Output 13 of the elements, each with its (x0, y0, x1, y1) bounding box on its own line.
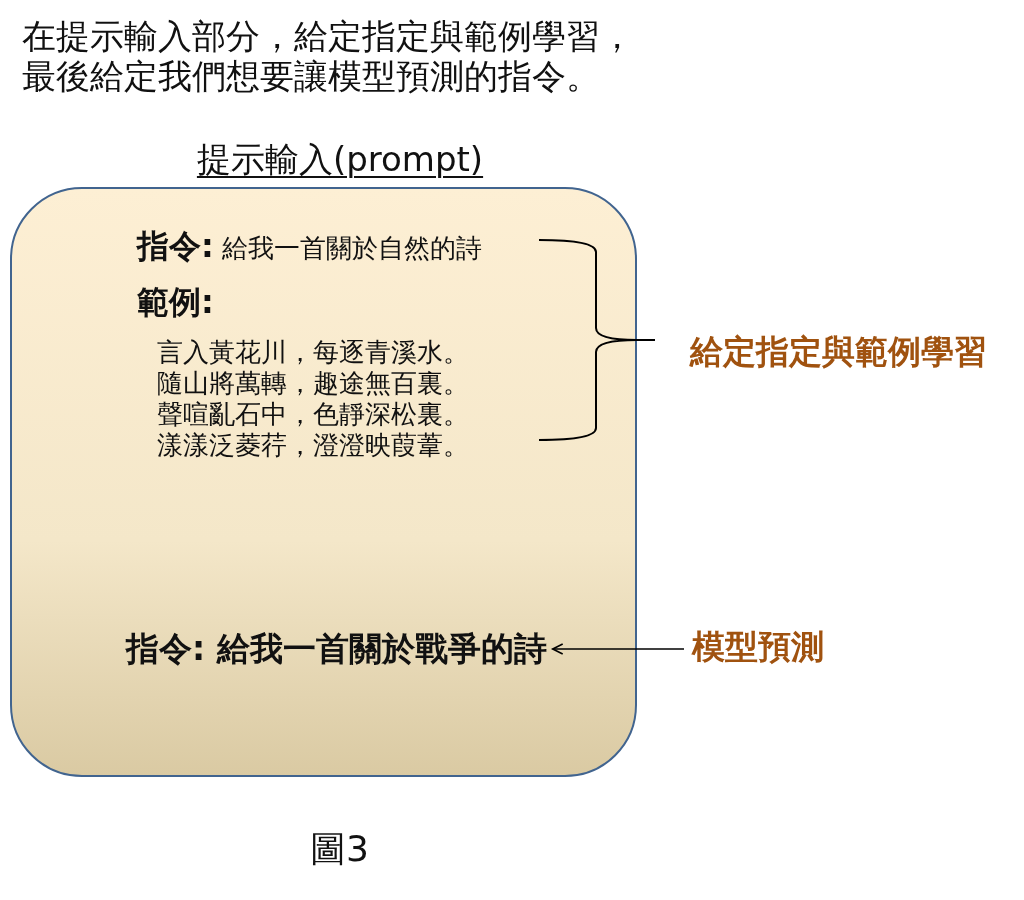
section-heading: 範例: (137, 282, 214, 322)
instruction-text: 指令: 給我一首關於自然的詩 (137, 226, 483, 267)
title-text: 在提示輸入部分，給定指定與範例學習，最後給定我們想要讓模型預測的指令。 (22, 16, 635, 96)
annotation-label: 模型預測 (692, 627, 824, 667)
arrow (551, 643, 685, 655)
poem-line: 隨山將萬轉，趣途無百裏。 (157, 368, 469, 399)
poem-line: 聲喧亂石中，色靜深松裏。 (157, 399, 469, 430)
poem-line: 言入黃花川，每逐青溪水。 (157, 337, 469, 368)
instruction-text: 指令: 給我一首關於戰爭的詩 (126, 629, 547, 669)
panel-heading: 提示輸入(prompt) (196, 139, 484, 179)
annotation-label: 給定指定與範例學習 (690, 332, 987, 372)
figure-caption: 圖3 (310, 827, 369, 871)
poem-line: 漾漾泛菱荇，澄澄映葭葦。 (157, 430, 469, 461)
